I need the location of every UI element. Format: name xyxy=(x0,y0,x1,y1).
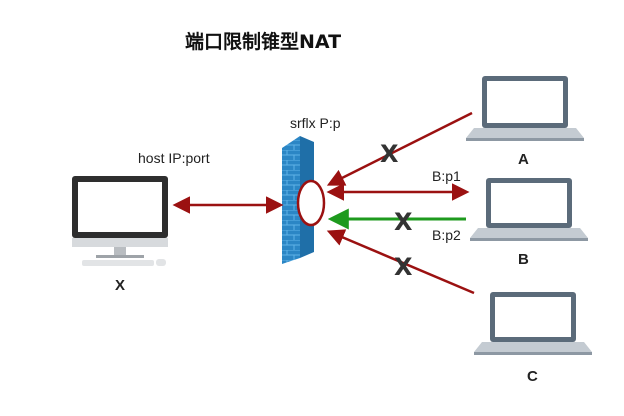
host-address-label: host IP:port xyxy=(138,150,210,166)
nat-mapping-ellipse xyxy=(296,179,326,227)
peer-b-port1-label: B:p1 xyxy=(432,168,461,184)
connection-a-nat xyxy=(326,111,473,186)
peer-c-laptop-icon xyxy=(474,292,592,355)
blocked-mark-a: X xyxy=(380,140,399,168)
blocked-mark-b-p2: X xyxy=(394,208,413,236)
peer-c-label: C xyxy=(527,368,538,385)
blocked-mark-c: X xyxy=(394,253,413,281)
peer-b-label: B xyxy=(518,251,529,268)
diagram-title: 端口限制锥型NAT xyxy=(185,30,341,53)
host-computer-icon xyxy=(72,176,168,266)
connection-c-nat xyxy=(326,229,475,295)
host-label: X xyxy=(115,277,125,294)
nat-firewall-icon xyxy=(282,136,326,264)
peer-b-laptop-icon xyxy=(470,178,588,241)
peer-a-laptop-icon xyxy=(466,76,584,141)
peer-a-label: A xyxy=(518,151,529,168)
peer-b-port2-label: B:p2 xyxy=(432,227,461,243)
nat-mapped-address-label: srflx P:p xyxy=(290,115,341,131)
